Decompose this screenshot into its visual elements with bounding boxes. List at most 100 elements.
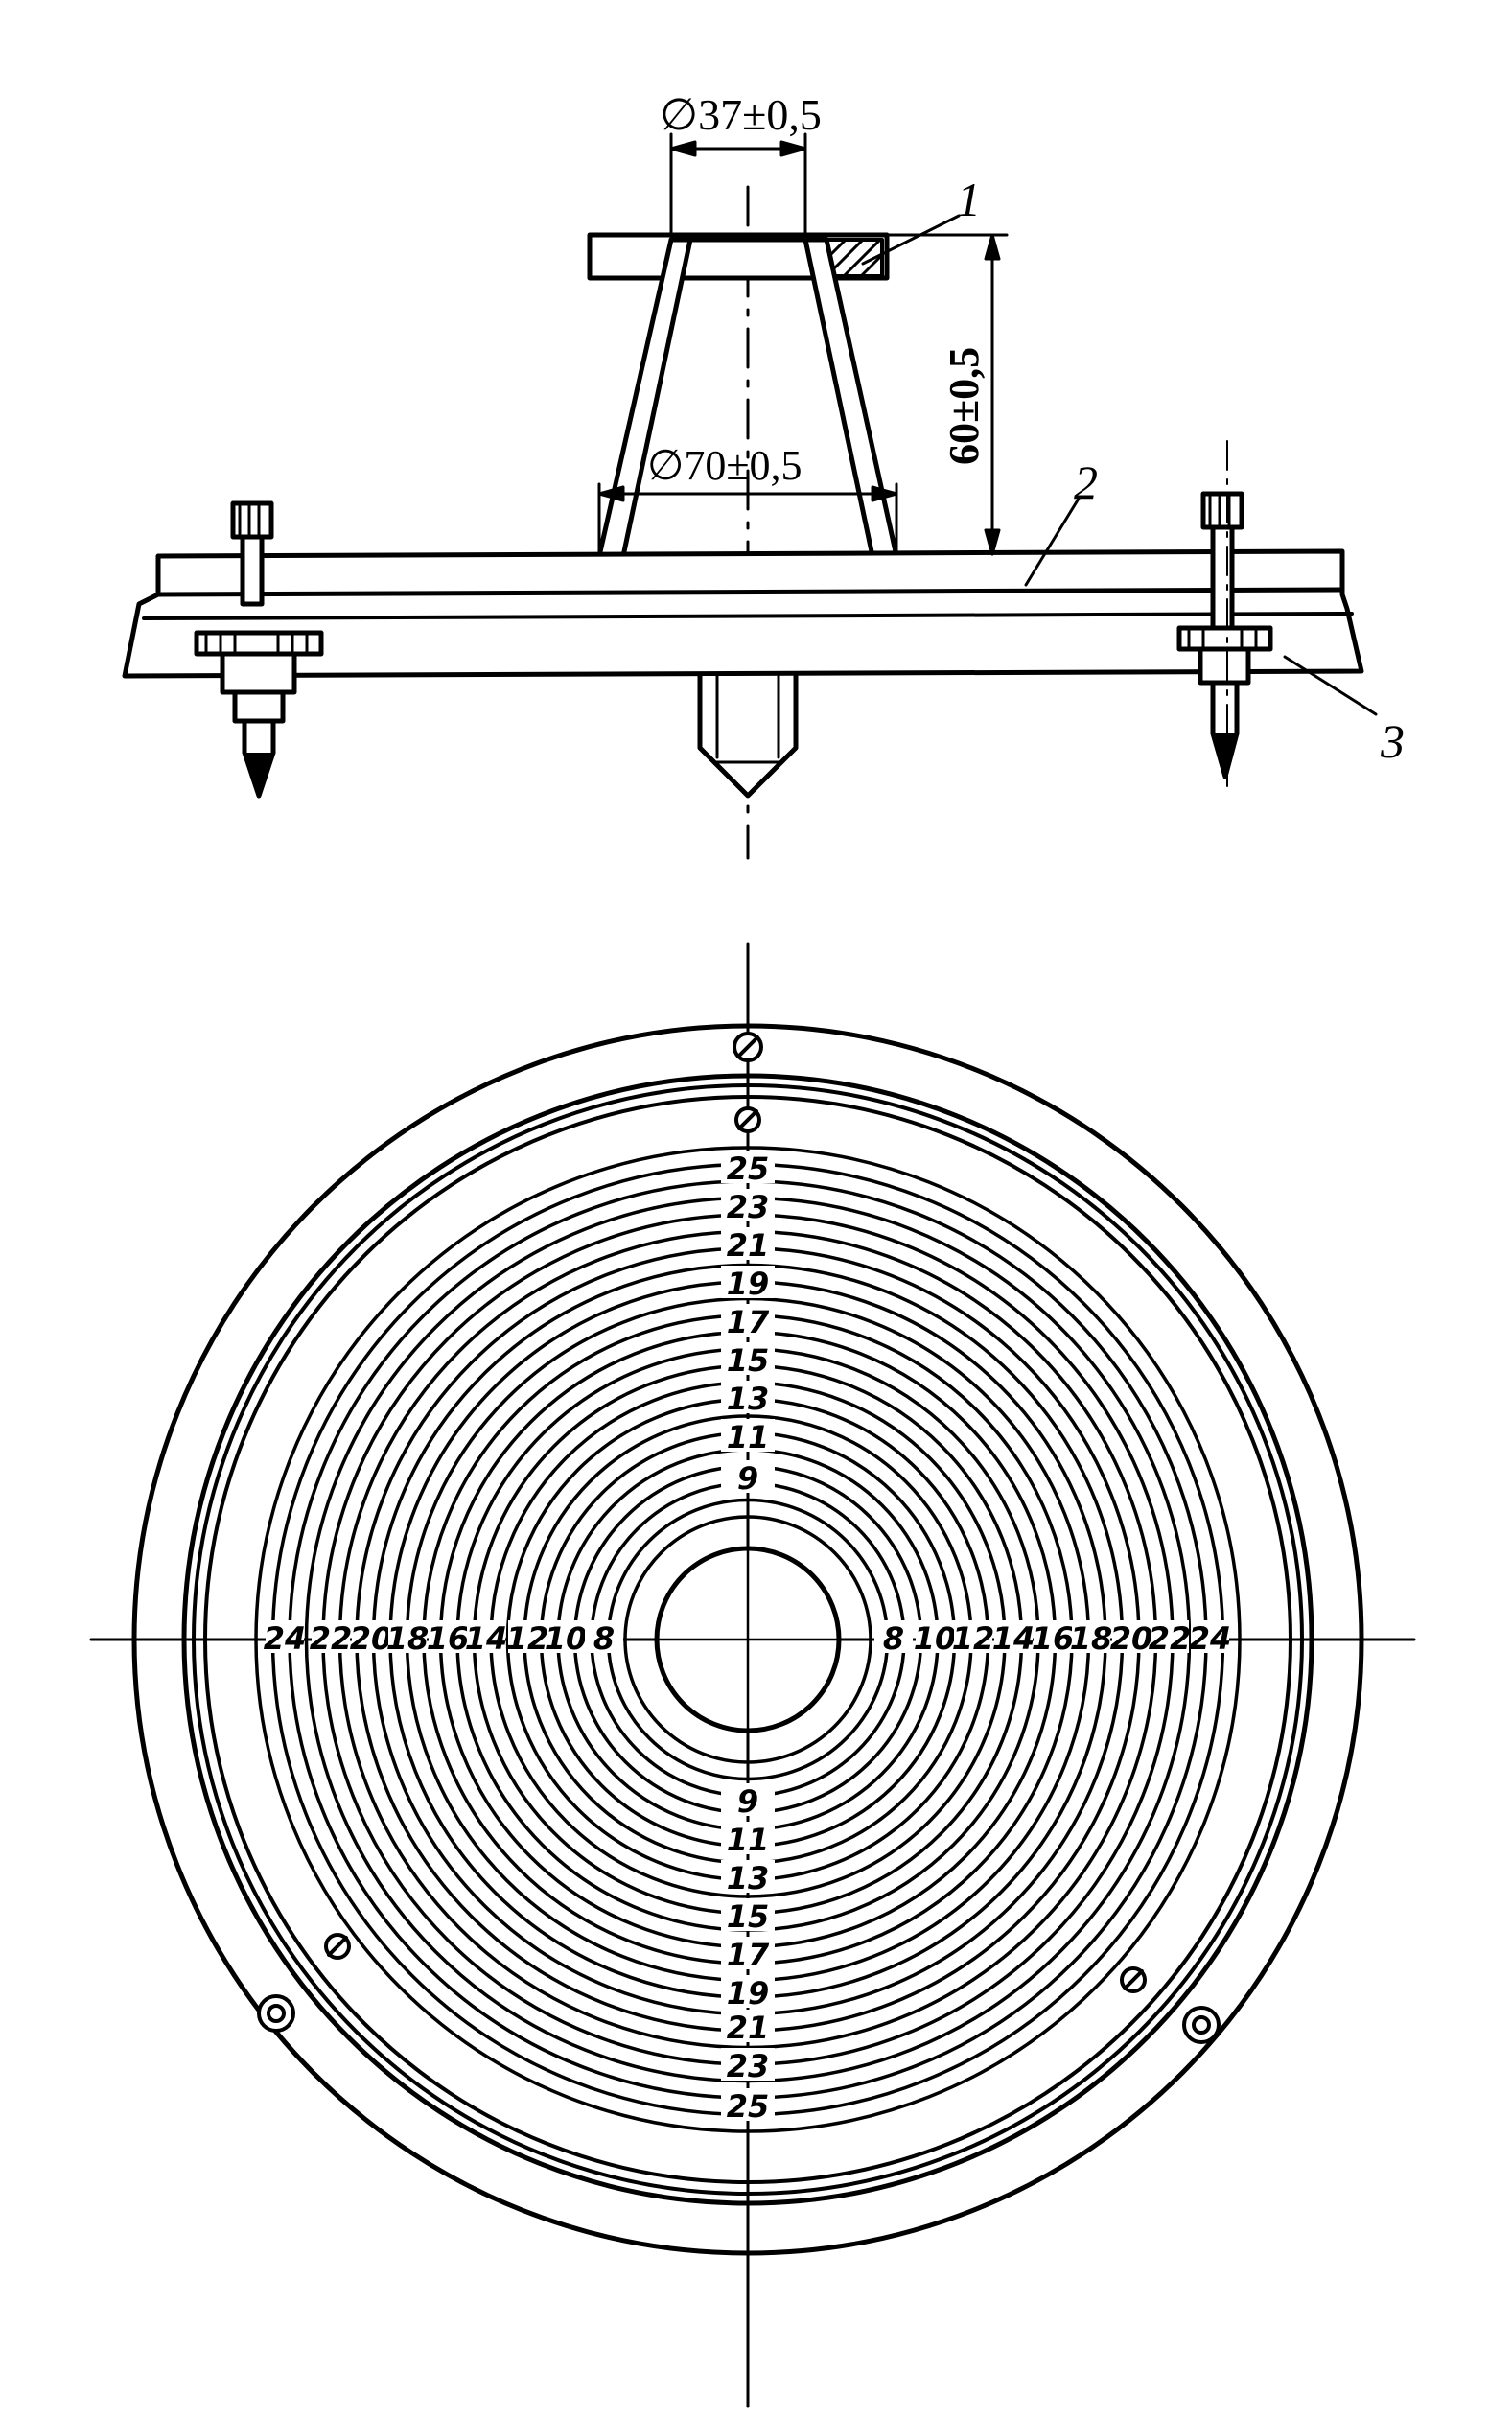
scale-label-backing [721, 1266, 775, 1298]
scale-label-backing [994, 1620, 1033, 1653]
scale-label: 20 [1110, 1620, 1153, 1657]
scale-label: 18 [1070, 1620, 1113, 1657]
scale-ring [254, 1146, 1242, 2133]
scale-label-backing [721, 1783, 775, 1816]
leader-3 [1283, 655, 1378, 716]
scale-label: 20 [350, 1620, 393, 1657]
scale-label-backing [585, 1620, 623, 1653]
scale-label: 10 [914, 1620, 957, 1657]
scale-label: 11 [727, 1419, 770, 1455]
dim-top-diameter-label: ∅37±0,5 [660, 90, 822, 139]
scale-label: 15 [727, 1342, 770, 1379]
callout-1: 1 [957, 173, 981, 226]
scale-ring [623, 1515, 872, 1764]
base-plate-line-1 [155, 587, 1345, 597]
scale-label: 8 [593, 1620, 615, 1657]
scale-label-backing [721, 2088, 775, 2121]
scale-label: 22 [310, 1620, 353, 1657]
scale-label-backing [721, 1860, 775, 1893]
scale-label: 22 [1149, 1620, 1192, 1657]
scale-label-backing [1034, 1620, 1072, 1653]
scale-label: 14 [465, 1620, 508, 1657]
scale-label-backing [721, 1460, 775, 1493]
scale-label: 16 [1032, 1620, 1075, 1657]
screw-left-outer [257, 1994, 295, 2033]
scale-label: 9 [737, 1783, 758, 1820]
scale-label-backing [874, 1620, 913, 1653]
scale-label-backing [721, 1304, 775, 1337]
scale-label-backing [721, 1822, 775, 1854]
leader-1 [861, 214, 961, 266]
scale-label-backing [266, 1620, 304, 1653]
scale-label: 17 [727, 1304, 770, 1340]
leader-2 [1024, 497, 1081, 587]
scale-label-backing [721, 1227, 775, 1260]
rim-inner-1 [181, 1073, 1314, 2206]
scale-label-backing [508, 1620, 547, 1653]
scale-label: 16 [427, 1620, 470, 1657]
right-leveling-screw [1176, 440, 1273, 787]
scale-label-backing [1072, 1620, 1110, 1653]
scale-label-backing [1151, 1620, 1189, 1653]
screw-top-inner [734, 1106, 761, 1133]
scale-label-backing [721, 1975, 775, 2008]
scale-label: 23 [727, 2048, 770, 2084]
outer-rim [131, 1023, 1364, 2256]
screw-right-outer [1182, 2006, 1221, 2044]
scale-label-backing [721, 1189, 775, 1221]
scale-label: 12 [506, 1620, 549, 1657]
base-plate-line-2 [142, 612, 1354, 620]
base-plate [122, 548, 1364, 679]
scale-label: 24 [264, 1620, 307, 1657]
scale-label: 9 [737, 1460, 758, 1497]
scale-label-backing [954, 1620, 992, 1653]
screw-left-inner [324, 1933, 351, 1960]
screw-top-outer [733, 1032, 763, 1062]
dim-bottom-diameter [597, 482, 898, 553]
scale-label: 19 [727, 1975, 770, 2012]
left-leveling-screw [194, 500, 324, 799]
callout-3: 3 [1380, 714, 1405, 768]
dim-top-diameter [669, 132, 807, 240]
scale-label: 8 [883, 1620, 904, 1657]
scale-label-backing [547, 1620, 585, 1653]
scale-label: 12 [952, 1620, 995, 1657]
dim-height-label: 60±0,5 [941, 347, 988, 465]
dim-bottom-diameter-label: ∅70±0,5 [647, 442, 802, 489]
scale-label: 13 [727, 1860, 770, 1896]
scale-label-backing [388, 1620, 427, 1653]
scale-label-backing [721, 2048, 775, 2081]
scale-label-backing [721, 1937, 775, 1969]
dim-height [885, 233, 1009, 556]
scale-label: 21 [727, 1227, 770, 1264]
scale-label: 18 [386, 1620, 430, 1657]
scale-label-backing [1191, 1620, 1229, 1653]
scale-label: 11 [727, 1822, 770, 1858]
scale-label: 15 [727, 1898, 770, 1935]
scale-label-backing [721, 1419, 775, 1452]
cone-outer-wall [596, 237, 693, 559]
side-view [122, 132, 1378, 860]
callout-2: 2 [1074, 455, 1098, 509]
scale-label-backing [352, 1620, 390, 1653]
scale-label-backing [429, 1620, 467, 1653]
scale-label-backing [721, 2010, 775, 2042]
scale-label: 25 [727, 1151, 770, 1187]
scale-label: 21 [727, 2010, 770, 2046]
scale-label: 24 [1189, 1620, 1232, 1657]
scale-label-backing [1112, 1620, 1151, 1653]
screw-right-inner [1120, 1966, 1147, 1993]
rim-inner-2 [192, 1083, 1304, 2196]
cone-outer-wall-right [803, 237, 899, 559]
scale-label-backing [467, 1620, 505, 1653]
scale-label-backing [721, 1151, 775, 1183]
center-spike [697, 673, 799, 799]
scale-label-backing [721, 1898, 775, 1931]
scale-label-backing [721, 1381, 775, 1413]
scale-label-backing [916, 1620, 954, 1653]
